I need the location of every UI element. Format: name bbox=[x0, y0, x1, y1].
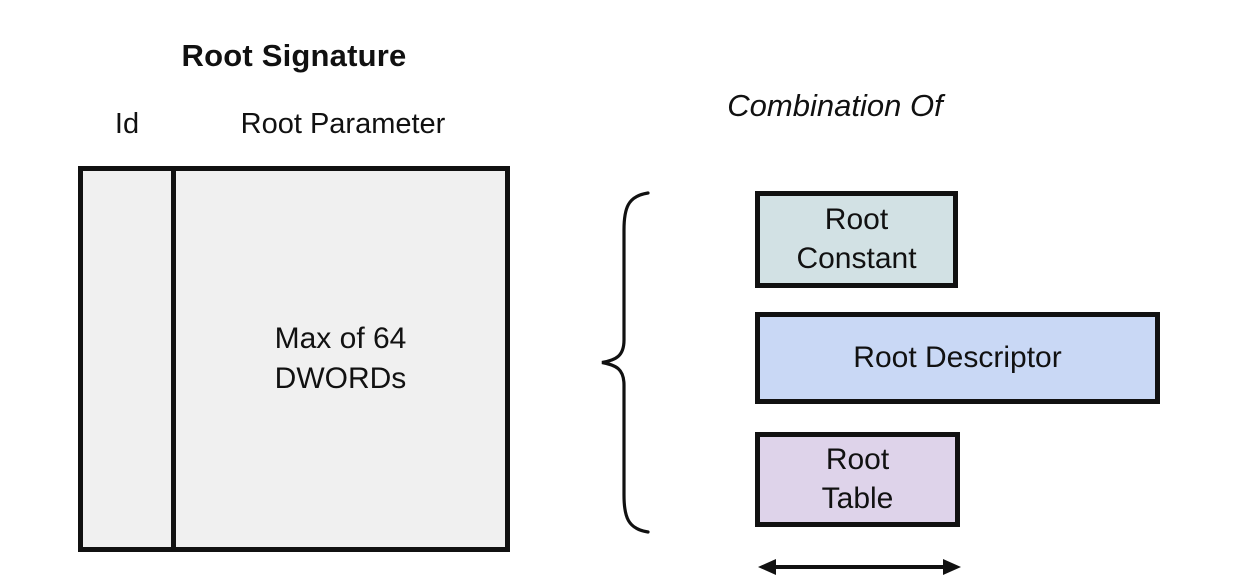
table-cell-capacity-text: Max of 64 DWORDs bbox=[274, 321, 407, 395]
combo-item-root-descriptor: Root Descriptor bbox=[755, 312, 1160, 404]
left-curly-brace-icon bbox=[601, 191, 650, 534]
column-header-id: Id bbox=[114, 108, 140, 140]
combo-item-root-constant-label: Root Constant bbox=[796, 203, 917, 275]
combo-item-root-table-label: Root Table bbox=[821, 443, 894, 515]
combo-item-root-table: Root Table bbox=[755, 432, 960, 527]
combo-item-root-constant: Root Constant bbox=[755, 191, 958, 288]
page-title: Root Signature bbox=[181, 38, 407, 73]
column-header-root-parameter: Root Parameter bbox=[240, 108, 446, 140]
table-column-root-parameter: Max of 64 DWORDs bbox=[176, 171, 505, 547]
combination-of-label: Combination Of bbox=[727, 88, 943, 123]
table-column-id bbox=[83, 171, 176, 547]
double-headed-width-arrow-icon bbox=[758, 559, 961, 575]
combo-item-root-descriptor-label: Root Descriptor bbox=[853, 340, 1062, 374]
root-signature-table: Max of 64 DWORDs bbox=[78, 166, 510, 552]
